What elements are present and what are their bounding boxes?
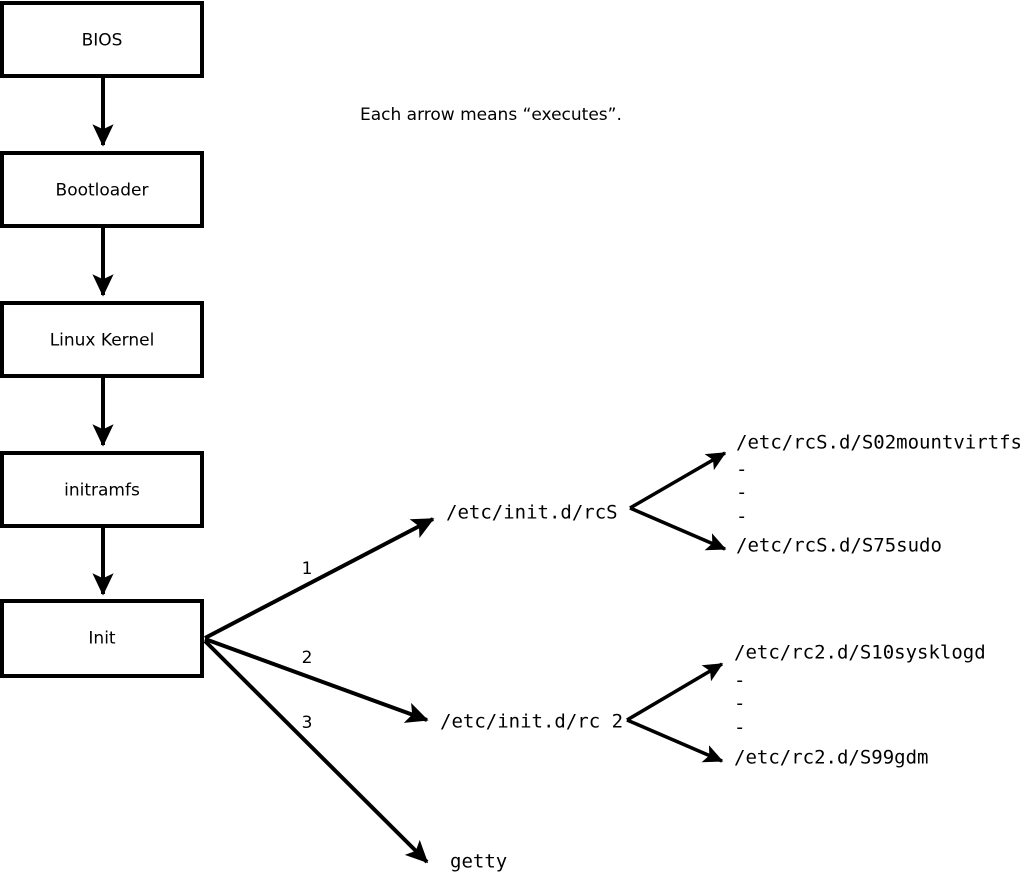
diagram-caption: Each arrow means “executes”. [360,105,622,125]
rcs-script-last: /etc/rcS.d/S75sudo [736,535,942,557]
rcs-script-first: /etc/rcS.d/S02mountvirtfs [736,432,1022,454]
branch-target-getty-label: getty [450,851,507,873]
stage-box-init[interactable]: Init [0,599,204,678]
arrow-rc2-to-last-script [626,718,724,763]
stage-box-bootloader[interactable]: Bootloader [0,151,204,228]
stage-box-bootloader-label: Bootloader [56,181,149,201]
branch-target-rcs-label: /etc/init.d/rcS [446,502,618,524]
arrow-init-branch-3-number: 3 [302,713,313,733]
rc2-ellipsis-dash-3: - [734,717,745,739]
rc2-ellipsis-dash-1: - [734,670,745,692]
stage-box-initramfs-rect [0,451,204,528]
stage-box-init-rect [0,599,204,678]
stage-box-kernel-label: Linux Kernel [50,331,155,351]
stage-box-kernel-rect [0,301,204,378]
stage-box-bios-rect [0,1,204,78]
branch-target-rc2-label: /etc/init.d/rc 2 [440,711,623,733]
stage-box-kernel[interactable]: Linux Kernel [0,301,204,378]
stage-box-init-label: Init [88,629,116,649]
arrow-init-branch-3 [203,639,429,864]
stage-box-bios[interactable]: BIOS [0,1,204,78]
arrow-init-branch-2-number: 2 [302,648,313,668]
stage-box-initramfs[interactable]: initramfs [0,451,204,528]
rcs-ellipsis-dash-1: - [736,459,747,481]
arrow-init-branch-2 [204,637,429,723]
stage-box-bootloader-rect [0,151,204,228]
rc2-script-first: /etc/rc2.d/S10sysklogd [734,642,986,664]
arrow-rc2-to-first-script [626,662,724,722]
rcs-ellipsis-dash-3: - [736,506,747,528]
arrow-rcs-to-first-script [629,451,727,510]
arrow-init-branch-1 [204,517,435,640]
stage-box-initramfs-label: initramfs [64,481,140,501]
rc2-script-last: /etc/rc2.d/S99gdm [734,747,928,769]
rcs-ellipsis-dash-2: - [736,482,747,504]
arrow-init-branch-1-number: 1 [302,559,313,579]
arrow-rcs-to-last-script [629,506,727,551]
rc2-ellipsis-dash-2: - [734,693,745,715]
stage-box-bios-label: BIOS [82,31,123,51]
